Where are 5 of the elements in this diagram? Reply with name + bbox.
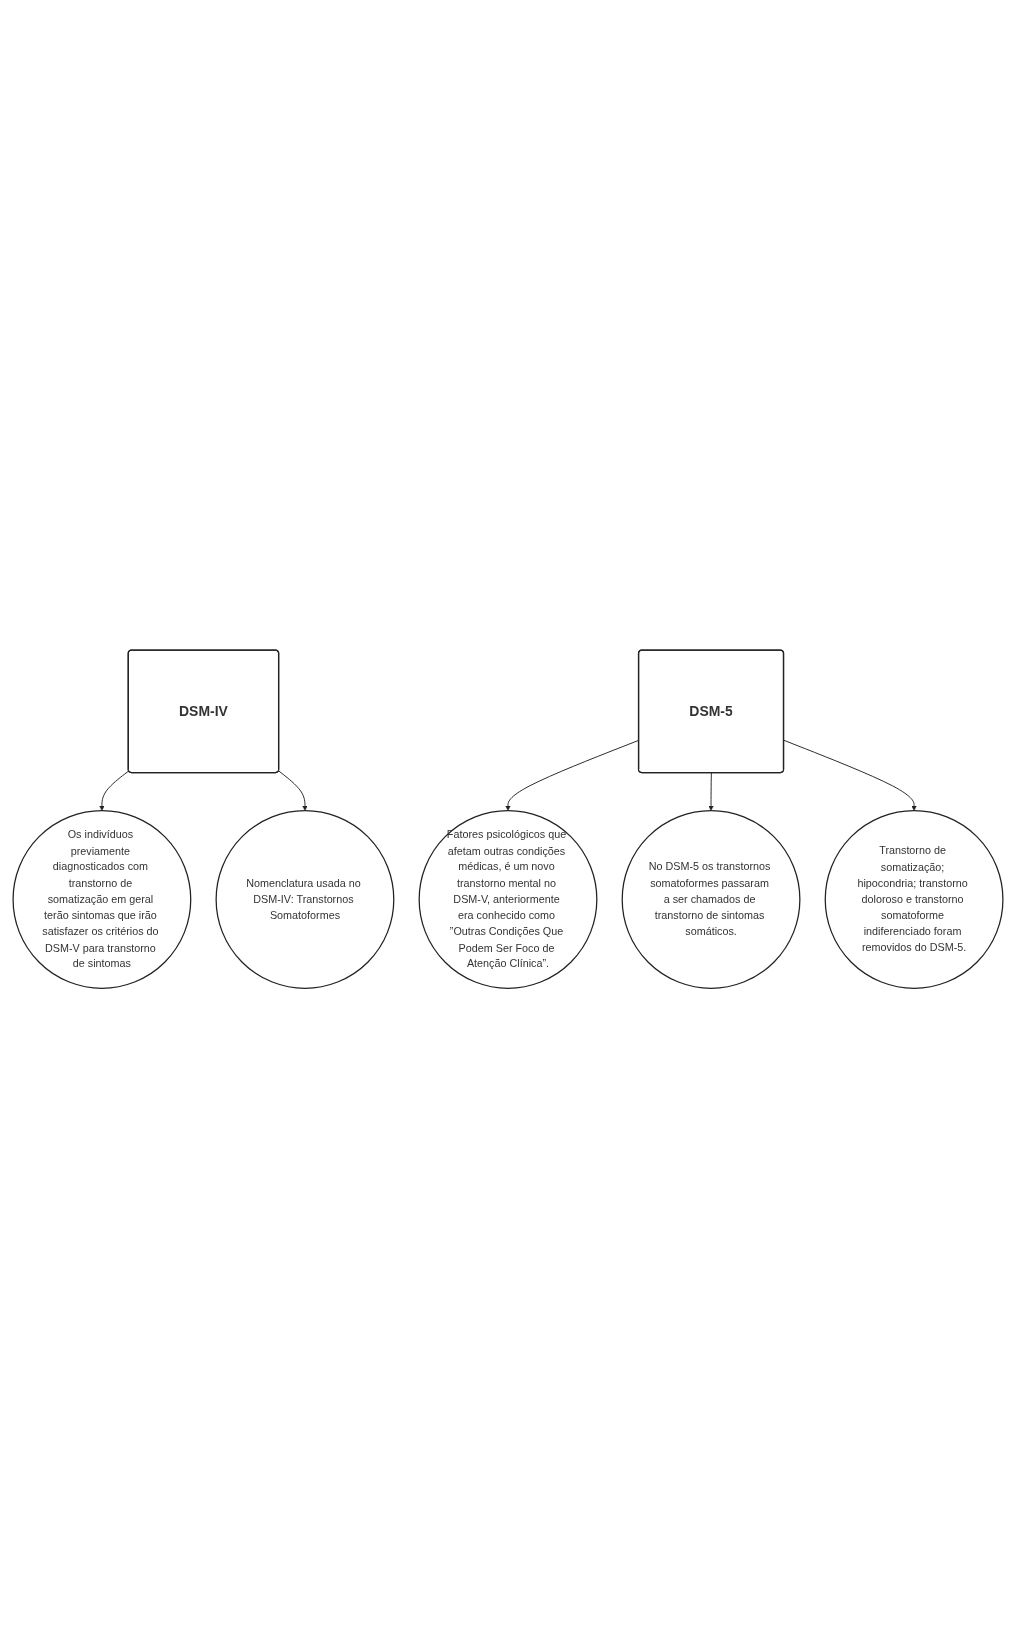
- node-circle: Fatores psicológicos que afetam outras condições médicas, é um novo transtorno mental no DSM-V, anteriormente era conhecido como ”Outras Condições Que Podem Ser Foco de Atenção Clínica”.: [418, 810, 597, 990]
- node-circle: Nomenclatura usada no DSM-IV: Transtornos Somatoformes: [215, 810, 394, 990]
- node-circle: No DSM-5 os transtornos somatoformes passaram a ser chamados de transtorno de sintomas somáticos.: [621, 810, 800, 990]
- node-circle: Transtorno de somatização; hipocondria; transtorno doloroso e transtorno somatoforme indiferenciado foram removidos do DSM-5.: [824, 810, 1004, 990]
- node-circle: Os indivíduos previamente diagnosticados com transtorno de somatização em geral terão sintomas que irão satisfazer os critérios do DSM-V para transtorno de sintomas: [11, 810, 191, 990]
